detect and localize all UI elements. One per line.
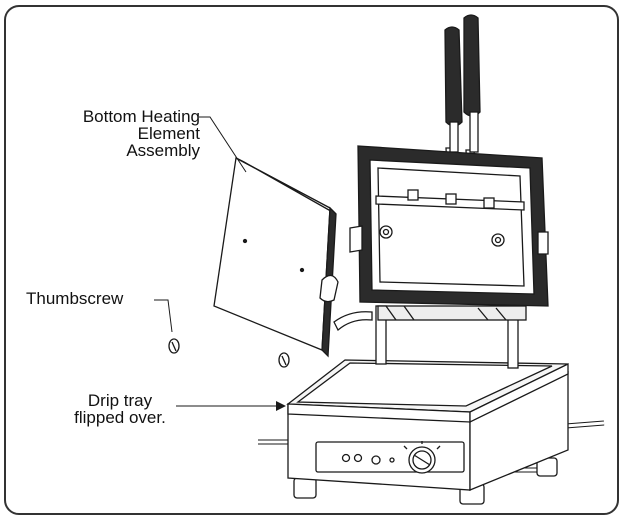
- label-bottom-heating-line3: Assembly: [126, 141, 200, 160]
- upper-lid: [349, 14, 549, 307]
- hinge-arms: [333, 305, 527, 369]
- label-thumbscrew: Thumbscrew: [26, 289, 124, 308]
- label-drip-tray: Drip tray flipped over.: [60, 392, 180, 426]
- thumbscrew-icons: [168, 338, 290, 368]
- label-drip-tray-line2: flipped over.: [74, 408, 166, 427]
- label-bottom-heating-line2: Element: [137, 124, 200, 143]
- griddle-base: [258, 359, 605, 505]
- label-drip-tray-line1: Drip tray: [87, 391, 153, 410]
- drip-tray-arrow-head: [276, 401, 286, 411]
- label-bottom-heating-element: Bottom Heating Element Assembly: [30, 108, 200, 159]
- heating-element-plate: [213, 156, 339, 358]
- label-bottom-heating-line1: Bottom Heating: [82, 107, 200, 126]
- callout-lines: [154, 116, 278, 407]
